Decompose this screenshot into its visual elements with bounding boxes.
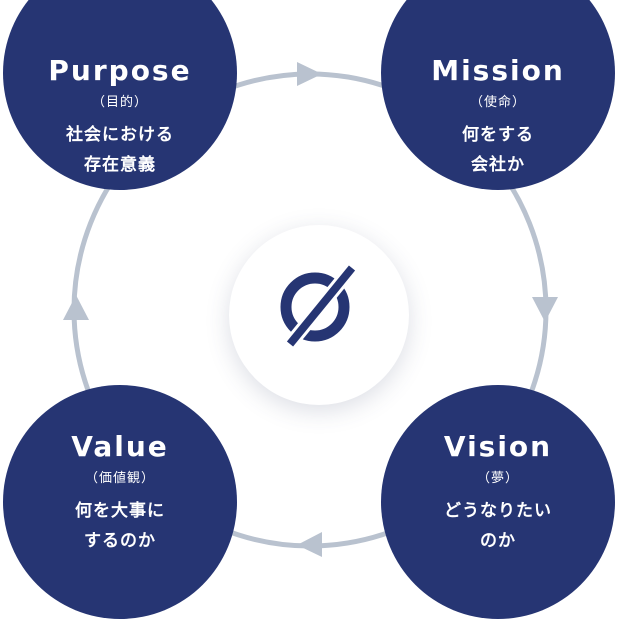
arrow-down-icon xyxy=(532,297,558,322)
value-description: 何を大事に するのか xyxy=(75,501,165,551)
vision-description: どうなりたい のか xyxy=(444,501,552,551)
arrow-right-icon xyxy=(297,62,322,86)
vision-subtitle: （夢） xyxy=(476,471,519,486)
value-node: Value （価値観） 何を大事に するのか xyxy=(3,385,237,619)
arrow-left-icon xyxy=(297,532,322,557)
purpose-node: Purpose （目的） 社会における 存在意義 xyxy=(3,0,237,190)
vision-node: Vision （夢） どうなりたい のか xyxy=(381,385,615,619)
mission-title: Mission xyxy=(431,54,565,87)
mission-subtitle: （使命） xyxy=(469,95,526,110)
value-title: Value xyxy=(71,430,169,463)
vision-title: Vision xyxy=(443,430,553,463)
slashed-circle-logo-icon xyxy=(280,263,358,349)
mission-node: Mission （使命） 何をする 会社か xyxy=(381,0,615,190)
purpose-subtitle: （目的） xyxy=(91,95,148,110)
arrow-up-icon xyxy=(63,295,89,320)
mission-description: 何をする 会社か xyxy=(462,125,534,175)
purpose-description: 社会における 存在意義 xyxy=(66,125,174,175)
purpose-title: Purpose xyxy=(48,54,192,87)
value-subtitle: （価値観） xyxy=(84,471,155,486)
